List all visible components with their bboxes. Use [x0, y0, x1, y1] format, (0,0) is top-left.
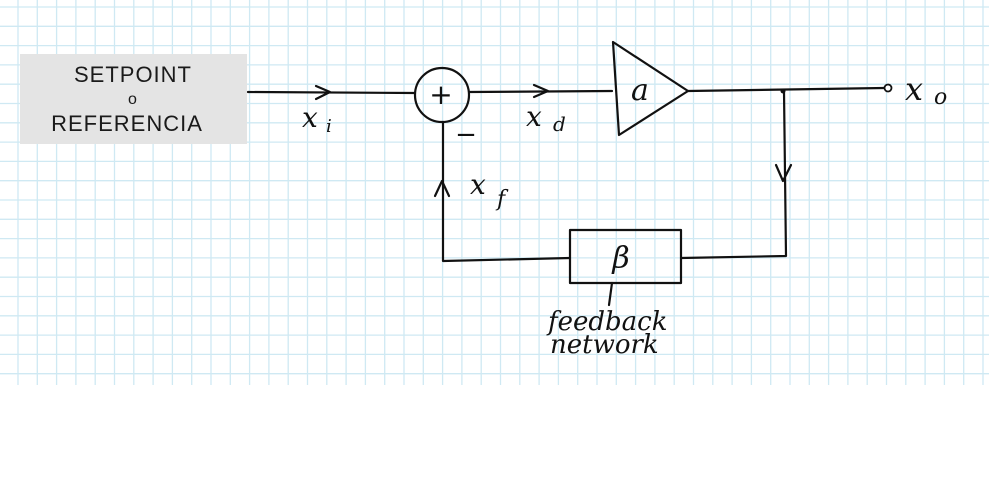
- setpoint-block: SETPOINT o REFERENCIA: [20, 54, 247, 144]
- input-signal-label: x i: [302, 101, 332, 137]
- feedback-label: β: [611, 241, 629, 276]
- plus-sign: +: [429, 78, 452, 111]
- input-signal-line: [246, 84, 417, 101]
- svg-text:i: i: [326, 116, 332, 137]
- setpoint-box: [20, 54, 247, 144]
- setpoint-label-line2: o: [128, 91, 138, 108]
- feedback-box: [568, 228, 683, 285]
- output-terminal: [883, 83, 893, 93]
- amplifier-triangle: [611, 40, 690, 137]
- amplifier-block: a: [611, 40, 690, 137]
- difference-signal-label: x d: [526, 100, 566, 136]
- output-signal-label: x o: [905, 70, 947, 110]
- setpoint-label-line3: REFERENCIA: [51, 111, 203, 136]
- feedback-caption-line2: network: [550, 330, 659, 360]
- svg-text:d: d: [553, 112, 566, 136]
- svg-text:x: x: [905, 70, 923, 108]
- feedback-block: β feedback network: [546, 228, 683, 360]
- minus-sign: −: [455, 120, 477, 150]
- setpoint-label-line1: SETPOINT: [74, 62, 192, 87]
- svg-text:o: o: [934, 85, 947, 110]
- feedback-caption-line1: feedback: [546, 307, 668, 337]
- feedback-signal-label: x f: [470, 168, 509, 212]
- feedback-path-left: [433, 120, 572, 263]
- svg-text:x: x: [526, 100, 542, 133]
- difference-signal-line: [467, 83, 614, 99]
- feedback-caption-pointer: [607, 281, 614, 307]
- svg-text:x: x: [470, 168, 486, 201]
- feedback-path-right: [679, 89, 793, 260]
- summing-junction: + −: [413, 66, 477, 150]
- amplifier-label: a: [631, 73, 649, 108]
- svg-text:x: x: [302, 101, 318, 134]
